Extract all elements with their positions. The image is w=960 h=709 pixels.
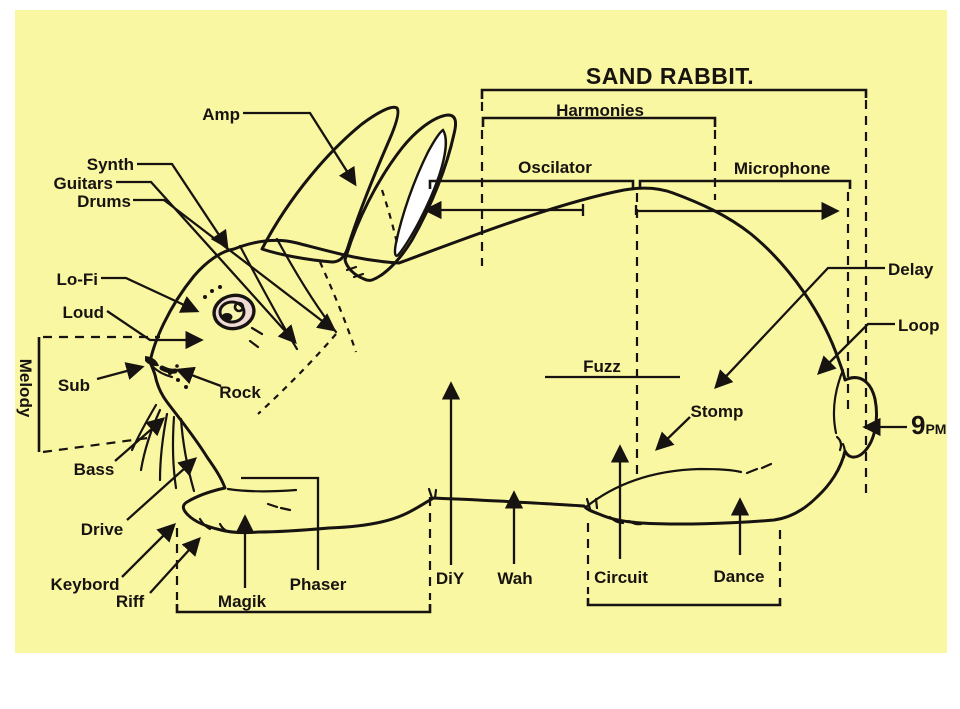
front-paw-dashes (198, 502, 292, 534)
rock-arrow (175, 366, 222, 388)
ear-base-marks (345, 265, 365, 279)
riff-label: Riff (116, 592, 145, 611)
rabbit-near-ear (343, 113, 458, 282)
rabbit-ear-inner (393, 128, 447, 257)
bass-label: Bass (74, 460, 115, 479)
rabbit-far-ear (260, 105, 400, 264)
keybord-label: Keybord (51, 575, 120, 594)
hind-leg-line (584, 467, 743, 509)
amp-label: Amp (202, 105, 240, 124)
synth-label: Synth (87, 155, 134, 174)
synth-arrow (137, 162, 229, 250)
delay-arrow (714, 266, 885, 390)
rabbit-body (148, 186, 879, 535)
loud-label: Loud (62, 303, 104, 322)
rabbit-figure (130, 105, 879, 535)
whiskers (130, 403, 196, 493)
diagram-title: SAND RABBIT. (586, 63, 754, 89)
tail-marks (835, 435, 846, 459)
eye-highlight-ring (233, 301, 245, 313)
jaw-dash (257, 333, 337, 415)
drive-arrow (126, 457, 198, 521)
hind-leg-dashes (745, 462, 773, 475)
hind-paw-marks (585, 497, 643, 526)
eye-pupil (221, 313, 233, 321)
melody-label: Melody (16, 359, 35, 418)
harmonies-bracket (481, 116, 717, 127)
stomp-arrow (655, 416, 691, 451)
phaser-leader (241, 476, 320, 570)
microphone-bracket (638, 179, 852, 189)
front-leg-line (226, 487, 298, 493)
harmonies-label: Harmonies (556, 101, 644, 120)
tail-crease (832, 368, 845, 435)
lofi-label: Lo-Fi (56, 270, 98, 289)
phaser-label: Phaser (290, 575, 347, 594)
sub-label: Sub (58, 376, 90, 395)
wah-label: Wah (497, 569, 532, 588)
bass-arrow (114, 417, 166, 462)
mouth-corner-mark (159, 365, 178, 374)
circuit-label: Circuit (594, 568, 648, 587)
drive-label: Drive (81, 520, 124, 539)
amp-arrow (243, 111, 357, 187)
stomp-label: Stomp (691, 402, 744, 421)
loop-arrow (817, 322, 895, 375)
riff-arrow (149, 536, 201, 594)
drums-label: Drums (77, 192, 131, 211)
yellow-panel (15, 10, 947, 653)
oscilator-label: Oscilator (518, 158, 592, 177)
neck-dash-upper (380, 189, 399, 244)
diy-label: DiY (436, 569, 465, 588)
rock-label: Rock (219, 383, 261, 402)
ninepm-label: 9PM (911, 410, 946, 440)
melody-bracket-bottom-dashed (42, 436, 149, 454)
ninepm-number: 9 (911, 410, 925, 440)
rabbit-eye (212, 293, 256, 331)
belly-tuft (427, 487, 438, 500)
title-bracket (480, 88, 868, 99)
nose (145, 356, 159, 367)
ninepm-suffix: PM (925, 421, 946, 437)
guitars-label: Guitars (53, 174, 113, 193)
drums-arrow (133, 198, 337, 332)
fuzz-label: Fuzz (583, 357, 621, 376)
bottom-right-bracket (586, 598, 782, 607)
guitars-arrow (116, 180, 297, 345)
measure-lines (37, 88, 868, 614)
loop-label: Loop (898, 316, 940, 335)
magik-label: Magik (218, 592, 267, 611)
microphone-label: Microphone (734, 159, 830, 178)
oscilator-bracket (428, 179, 635, 189)
callout-arrows (96, 111, 907, 594)
bottom-left-bracket (175, 604, 432, 614)
lofi-arrow (101, 276, 200, 313)
neck-dash-mid (318, 261, 358, 353)
sub-arrow (96, 362, 145, 381)
keybord-arrow (121, 523, 176, 578)
loud-arrow (106, 310, 204, 350)
delay-label: Delay (888, 260, 934, 279)
mouth-line (150, 364, 174, 379)
dance-label: Dance (713, 567, 764, 586)
